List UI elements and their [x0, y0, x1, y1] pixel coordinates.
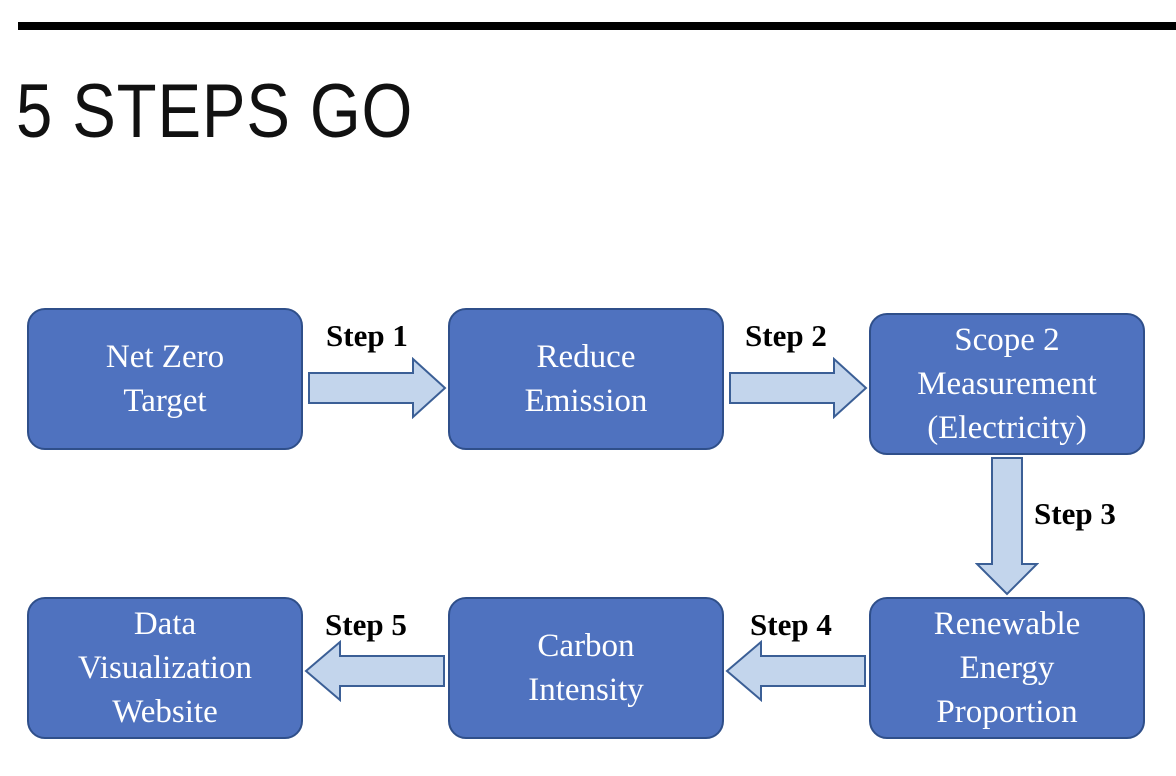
box-scope-2-measurement: Scope 2 Measurement (Electricity) — [869, 313, 1145, 455]
box-line: Proportion — [936, 694, 1078, 730]
step-label-4: Step 4 — [750, 607, 832, 642]
box-line: Carbon — [537, 628, 635, 664]
box-line: Website — [112, 694, 218, 730]
box-line: Reduce — [536, 339, 636, 375]
box-line: Energy — [959, 650, 1055, 686]
arrow-left-icon — [304, 640, 445, 702]
box-line: Scope 2 — [954, 322, 1060, 358]
box-line: Net Zero — [105, 339, 225, 375]
step-label-1: Step 1 — [326, 318, 408, 353]
box-line: Renewable — [933, 606, 1081, 642]
box-line: Intensity — [528, 672, 644, 708]
box-line: Visualization — [78, 650, 252, 686]
arrow-down-icon — [975, 457, 1039, 596]
box-line: Target — [123, 383, 207, 419]
top-rule — [18, 22, 1176, 30]
box-line: Measurement — [917, 366, 1097, 402]
step-label-5: Step 5 — [325, 607, 407, 642]
box-line: Emission — [524, 383, 648, 419]
page-title: 5 STEPS GO — [16, 69, 414, 154]
box-line: (Electricity) — [927, 410, 1087, 446]
step-label-3: Step 3 — [1034, 496, 1116, 531]
box-line: Data — [133, 606, 197, 642]
arrow-right-icon — [308, 357, 447, 419]
arrow-left-icon — [725, 640, 866, 702]
arrow-right-icon — [729, 357, 868, 419]
step-label-2: Step 2 — [745, 318, 827, 353]
